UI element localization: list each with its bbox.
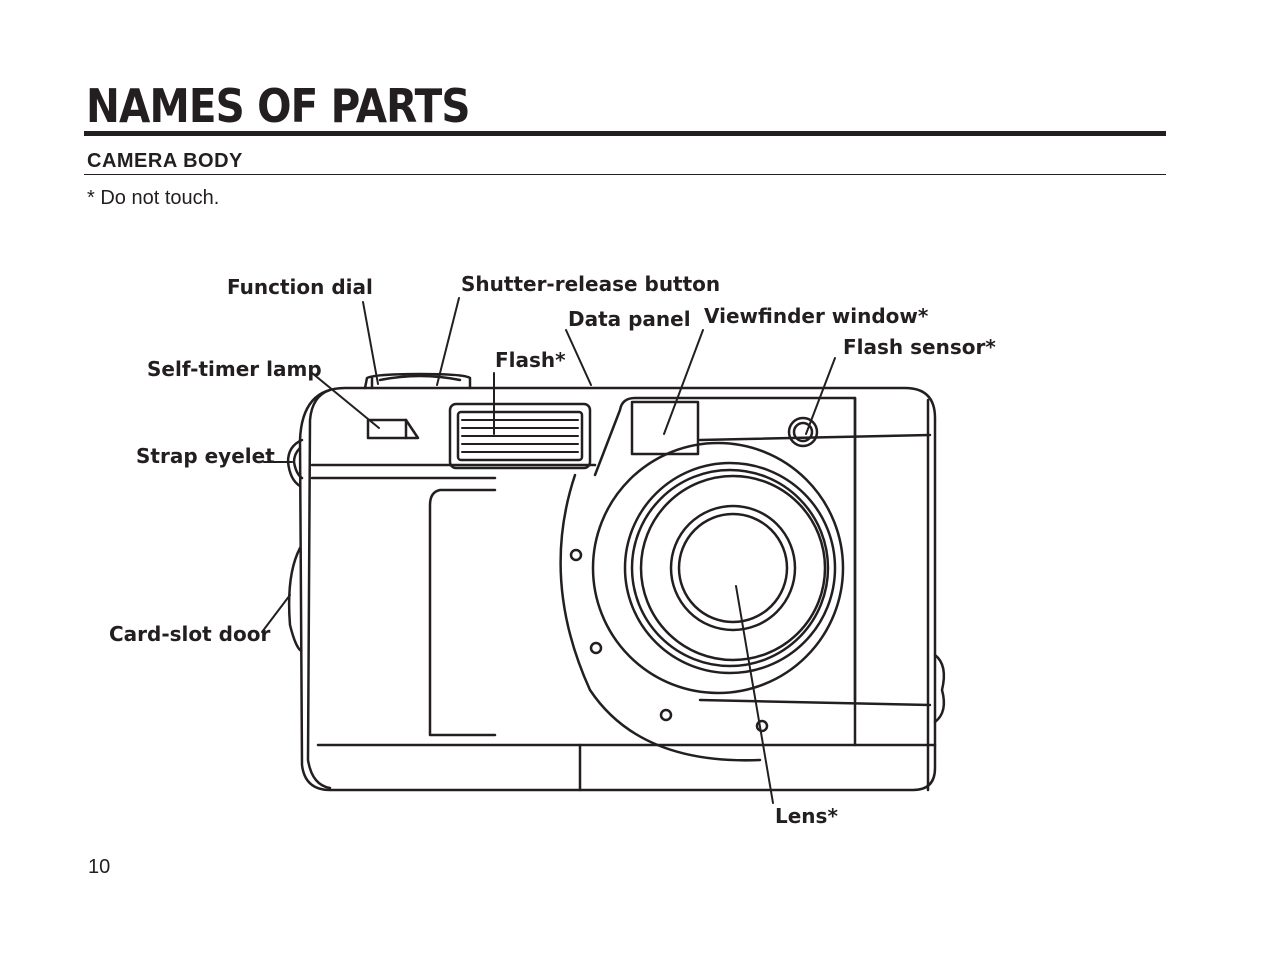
label-data-panel: Data panel [568, 307, 691, 331]
title-rule [84, 131, 1166, 136]
label-lens: Lens* [775, 804, 838, 828]
page-number: 10 [88, 856, 111, 878]
leader-data-panel [565, 329, 592, 386]
flash-shape [448, 402, 592, 470]
label-self-timer-lamp: Self-timer lamp [147, 357, 322, 381]
grip-panel [306, 388, 332, 790]
lens-ring-outer [591, 441, 845, 695]
camera-drawing [286, 372, 946, 792]
leader-lens [735, 585, 774, 804]
lens-mount [559, 473, 762, 762]
label-flash: Flash* [495, 348, 566, 372]
leader-lines [261, 297, 836, 804]
section-rule [84, 174, 1166, 175]
leader-viewfinder-window [663, 329, 704, 435]
leader-function-dial [362, 301, 379, 385]
lens-glass [669, 504, 797, 632]
viewfinder-housing [593, 396, 857, 702]
label-flash-sensor: Flash sensor* [843, 335, 996, 359]
self-timer-lamp-shape [366, 418, 408, 440]
leader-shutter-release-button [436, 297, 460, 386]
card-slot-door-shape [287, 546, 302, 652]
lens-ring-mid [623, 461, 837, 675]
leader-card-slot-door [261, 594, 291, 633]
leader-self-timer-lamp [311, 372, 380, 429]
function-dial-shape [363, 372, 472, 390]
label-viewfinder-window: Viewfinder window* [704, 304, 929, 328]
page-title: NAMES OF PARTS [86, 79, 471, 133]
section-heading: CAMERA BODY [87, 150, 243, 172]
do-not-touch-note: * Do not touch. [87, 187, 220, 209]
camera-body-outline [298, 386, 937, 792]
grip-inner [428, 488, 497, 737]
label-function-dial: Function dial [227, 275, 373, 299]
leader-flash-sensor [805, 357, 836, 435]
label-strap-eyelet: Strap eyelet [136, 444, 275, 468]
label-shutter-release-button: Shutter-release button [461, 272, 720, 296]
flash-sensor-shape [787, 416, 819, 448]
label-card-slot-door: Card-slot door [109, 622, 270, 646]
